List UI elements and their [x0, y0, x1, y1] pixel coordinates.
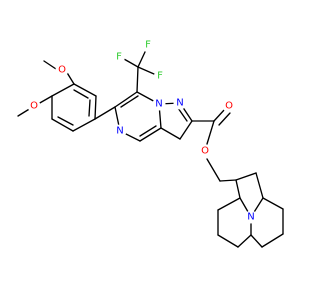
oxygen-label: O — [225, 101, 233, 112]
oxygen-label: O — [58, 65, 66, 76]
bond — [123, 58, 139, 68]
fluorine-label: F — [116, 52, 122, 63]
bond — [213, 108, 226, 122]
bond — [51, 118, 74, 132]
bond — [261, 233, 284, 248]
bond — [114, 91, 138, 108]
bond — [120, 95, 139, 108]
bond — [72, 118, 96, 132]
bond — [235, 172, 257, 181]
bond — [43, 60, 57, 70]
bond — [37, 95, 53, 105]
bond — [139, 127, 162, 142]
nitrogen-label: N — [116, 126, 123, 137]
bond — [217, 234, 239, 248]
atom-labels: O O F F F N N N O O N — [27, 39, 258, 224]
trifluoromethyl-group — [123, 51, 155, 93]
bond — [88, 99, 91, 117]
bond — [94, 95, 97, 120]
quinolizidine-ring-system — [217, 172, 284, 248]
fluorine-label: F — [157, 71, 163, 82]
bond — [237, 234, 252, 248]
bond — [139, 125, 157, 137]
bond — [235, 179, 241, 199]
bond — [94, 106, 116, 120]
bond — [73, 89, 89, 99]
molecule-canvas: O O F F F N N N O O N — [17, 39, 284, 248]
bond — [217, 197, 241, 211]
molecule-structure: O O F F F N N N O O N — [17, 39, 284, 248]
bond — [179, 120, 193, 140]
bond — [160, 127, 181, 140]
bond — [57, 116, 74, 126]
bond — [51, 83, 75, 97]
bond — [137, 51, 146, 68]
ester-group — [191, 108, 237, 182]
bond — [73, 83, 97, 97]
nitrogen-label: N — [155, 99, 162, 110]
bond — [206, 120, 215, 145]
dimethoxyphenyl-ring — [51, 83, 97, 132]
bond — [136, 66, 139, 93]
bond — [206, 158, 221, 182]
nitrogen-label: N — [176, 98, 183, 109]
fluorine-label: F — [145, 40, 151, 51]
bond — [255, 172, 264, 199]
nitrogen-label: N — [247, 212, 254, 223]
oxygen-label: O — [201, 146, 209, 157]
bond — [250, 234, 263, 248]
bond — [177, 107, 188, 122]
bond — [219, 179, 237, 182]
bond — [137, 66, 155, 75]
bond — [218, 112, 231, 126]
bond — [262, 197, 284, 210]
oxygen-label: O — [30, 101, 38, 112]
